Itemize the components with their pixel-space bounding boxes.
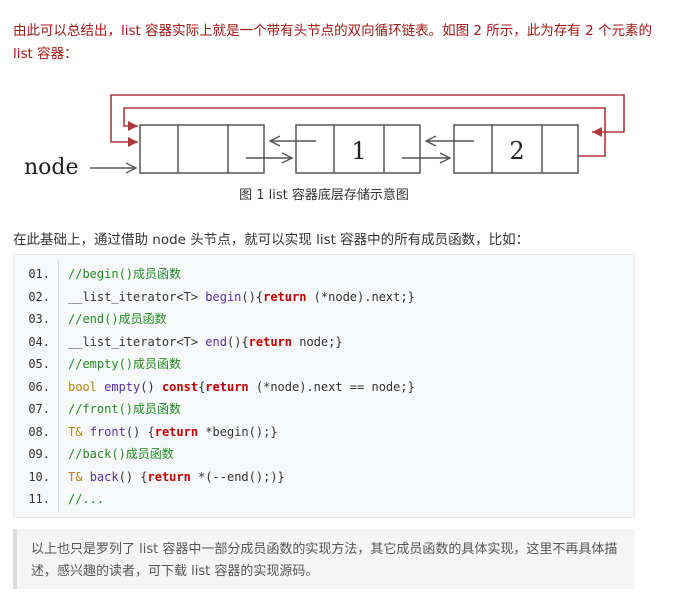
list-diagram: 1 2 node [24, 94, 625, 180]
code-block: 01. //begin()成员函数 02. __list_iterator<T> be… [13, 254, 635, 518]
line-number: 07. [28, 402, 50, 416]
code-token: return [248, 334, 293, 349]
code-text: //empty()成员函数 [68, 353, 181, 375]
code-line: 02. __list_iterator<T> begin(){return (*n… [14, 286, 634, 308]
code-token: { [198, 379, 206, 394]
code-text: //begin()成员函数 [68, 263, 181, 285]
code-line: 05. //empty()成员函数 [14, 353, 634, 375]
code-text: __list_iterator<T> begin(){return (*node… [68, 286, 415, 308]
list-node-1: 1 [295, 124, 421, 174]
code-token: //empty()成员函数 [68, 357, 182, 371]
code-token: __list_iterator<T> [68, 289, 206, 304]
lead-paragraph: 在此基础上，通过借助 node 头节点，就可以实现 list 容器中的所有成员函… [13, 232, 530, 248]
code-token: return [154, 424, 199, 439]
code-token: //... [68, 492, 105, 506]
code-token: (*node).next;} [306, 289, 415, 304]
code-token: return [205, 379, 249, 394]
loop-arrowhead-right [592, 127, 602, 137]
node-pointer-arrow [90, 162, 138, 174]
code-line: 06. bool empty() const{return (*node).nex… [14, 376, 634, 398]
head-node [139, 124, 265, 174]
line-number: 06. [28, 379, 50, 394]
code-gutter-divider [58, 261, 59, 511]
list-node-2: 2 [453, 124, 579, 174]
code-token: back [89, 469, 119, 484]
loop-arrowhead-outer [128, 137, 138, 147]
loop-line-inner [123, 107, 606, 157]
code-token: return [147, 469, 191, 484]
node-value-2: 2 [509, 137, 524, 165]
code-token: T& [68, 424, 90, 439]
code-line: 07. //front()成员函数 [14, 398, 634, 420]
code-text: //end()成员函数 [68, 308, 167, 330]
code-text: //front()成员函数 [68, 398, 181, 420]
code-line: 01. //begin()成员函数 [14, 263, 634, 285]
link-node1-node2 [402, 135, 474, 164]
code-token: //end()成员函数 [68, 312, 167, 326]
code-token: begin [205, 289, 242, 304]
code-text: //back()成员函数 [68, 443, 174, 465]
code-text: T& back() {return *(--end();)} [68, 466, 285, 488]
code-token: const [161, 379, 199, 394]
code-token: () { [118, 469, 148, 484]
code-token: (){ [226, 334, 249, 349]
code-token: *begin();} [198, 424, 278, 439]
line-number: 03. [28, 312, 50, 326]
figure-caption: 图 1 list 容器底层存储示意图 [239, 188, 409, 203]
code-text: bool empty() const{return (*node).next =… [68, 376, 415, 398]
code-line: 03. //end()成员函数 [14, 308, 634, 330]
code-line: 09. //back()成员函数 [14, 443, 634, 465]
code-line: 04. __list_iterator<T> end(){return node;… [14, 331, 634, 353]
code-token: () [140, 379, 162, 394]
link-head-node1 [246, 135, 316, 164]
line-number: 05. [28, 357, 50, 371]
code-token: //front()成员函数 [68, 402, 182, 416]
line-number: 10. [28, 469, 50, 484]
code-line: 11. //... [14, 488, 634, 510]
line-number: 08. [28, 424, 50, 439]
code-token: *(--end();)} [190, 469, 285, 484]
code-token: front [89, 424, 126, 439]
code-token: end [205, 334, 227, 349]
code-token: //back()成员函数 [68, 447, 174, 461]
code-token: empty [104, 379, 141, 394]
line-number: 01. [28, 267, 50, 281]
line-number: 11. [28, 492, 50, 506]
code-token: () { [125, 424, 155, 439]
code-token: (*node).next == node;} [248, 379, 415, 394]
code-token: __list_iterator<T> [68, 334, 206, 349]
code-text: __list_iterator<T> end(){return node;} [68, 331, 343, 353]
loop-arrowhead-inner [128, 121, 138, 131]
code-text: //... [68, 488, 104, 510]
line-number: 02. [28, 289, 50, 304]
loop-line-outer [110, 94, 625, 143]
code-token: //begin()成员函数 [68, 267, 182, 281]
line-number: 09. [28, 447, 50, 461]
note-blockquote: 以上也只是罗列了 list 容器中一部分成员函数的实现方法，其它成员函数的具体实… [13, 529, 635, 589]
node-pointer-label: node [24, 155, 79, 180]
node-value-1: 1 [351, 137, 366, 165]
line-number: 04. [28, 334, 50, 349]
code-token: node;} [292, 334, 343, 349]
code-token: (){ [241, 289, 264, 304]
code-text: T& front() {return *begin();} [68, 421, 278, 443]
code-line: 10. T& back() {return *(--end();)} [14, 466, 634, 488]
code-line: 08. T& front() {return *begin();} [14, 421, 634, 443]
code-token: return [263, 289, 307, 304]
code-token: bool [68, 379, 105, 394]
code-token: T& [68, 469, 90, 484]
intro-paragraph: 由此可以总结出，list 容器实际上就是一个带有头节点的双向循环链表。如图 2 … [13, 23, 652, 62]
